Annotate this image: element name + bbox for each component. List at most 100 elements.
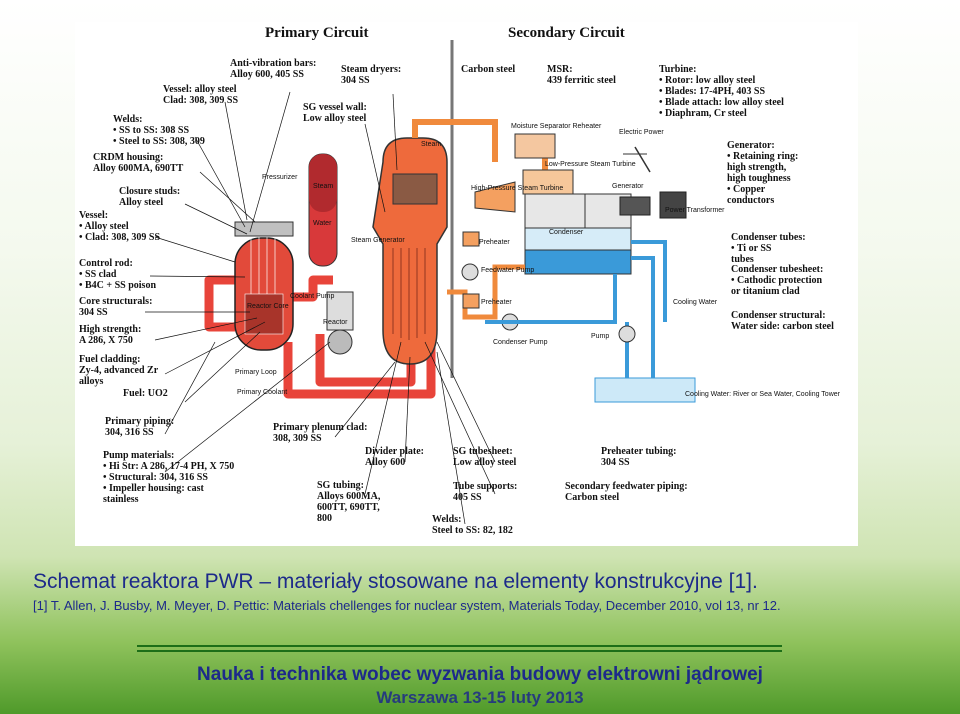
right-callout-3-line-4: • Copper <box>727 184 766 195</box>
label-preheater-2: Preheater <box>481 299 512 306</box>
label-moisture-separator: Moisture Separator Reheater <box>511 123 602 130</box>
reactor-vessel: Reactor Core <box>234 221 294 351</box>
center-callout-5-line-1: Low alloy steel <box>453 457 517 468</box>
left-callout-8-line-0: High strength: <box>79 324 141 335</box>
pressurizer-steam-label: Steam <box>313 183 333 190</box>
center-callout-0-line-0: Steam dryers: <box>341 64 401 75</box>
left-callout-11-line-1: 304, 316 SS <box>105 427 154 438</box>
leader-line <box>364 341 402 495</box>
center-callout-4-line-1: Alloys 600MA, <box>317 491 381 502</box>
center-callout-1-line-0: SG vessel wall: <box>303 102 367 113</box>
leader-line <box>154 236 236 263</box>
left-callout-4-line-1: Alloy steel <box>119 197 163 208</box>
left-material-callouts: Anti-vibration bars:Alloy 600, 405 SSVes… <box>79 58 316 505</box>
right-callout-6-line-0: Condenser structural: <box>731 310 826 321</box>
right-callout-3-line-1: • Retaining ring: <box>727 151 798 162</box>
leader-line <box>436 341 496 463</box>
right-callout-2-line-0: Turbine: <box>659 64 696 75</box>
diagram-canvas: Primary Circuit Secondary Circuit React <box>79 25 841 536</box>
feedwater-train <box>447 231 525 331</box>
reactor-core-label: Reactor Core <box>247 303 289 310</box>
right-material-callouts: Carbon steel MSR:439 ferritic steel Turbin… <box>461 64 834 503</box>
right-callout-4-line-2: tubes <box>731 254 754 265</box>
pwr-materials-diagram: Primary Circuit Secondary Circuit React <box>75 22 858 546</box>
label-steam-generator: Steam Generator <box>351 237 405 244</box>
primary-circuit-header: Primary Circuit <box>265 25 368 41</box>
leader-line <box>249 91 291 233</box>
left-callout-2-line-2: • Steel to SS: 308, 309 <box>113 136 205 147</box>
left-callout-2-line-1: • SS to SS: 308 SS <box>113 125 189 136</box>
left-callout-11-line-0: Primary piping: <box>105 416 174 427</box>
footer-rule-bottom <box>137 650 782 652</box>
condenser <box>524 227 632 275</box>
label-electric-power: Electric Power <box>619 129 664 136</box>
center-callout-7-line-1: Steel to SS: 82, 182 <box>432 525 513 536</box>
right-callout-0-line-0: Carbon steel <box>461 64 515 75</box>
left-callout-7-line-0: Core structurals: <box>79 296 152 307</box>
left-callout-12-line-1: • Hi Str: A 286, 17-4 PH, X 750 <box>103 461 234 472</box>
coolant-pump <box>326 291 354 355</box>
label-lp-turbine: Low-Pressure Steam Turbine <box>545 161 636 168</box>
leader-line <box>149 275 246 278</box>
leader-line <box>199 171 256 223</box>
left-callout-12-line-4: stainless <box>103 494 139 505</box>
right-callout-5-line-0: Condenser tubesheet: <box>731 264 823 275</box>
right-callout-7-line-1: 304 SS <box>601 457 630 468</box>
center-callout-7-line-0: Welds: <box>432 514 461 525</box>
component-labels: Pressurizer Reactor Coolant Pump Primary… <box>235 123 841 398</box>
leader-line <box>184 331 261 403</box>
right-callout-2-line-4: • Diaphram, Cr steel <box>659 108 747 119</box>
left-callout-4-line-0: Closure studs: <box>119 186 180 197</box>
left-callout-3-line-0: CRDM housing: <box>93 152 163 163</box>
label-preheater-1: Preheater <box>479 239 510 246</box>
left-callout-3-line-1: Alloy 600MA, 690TT <box>93 163 184 174</box>
pressurizer: Steam Water <box>308 153 338 267</box>
left-callout-9-line-0: Fuel cladding: <box>79 354 140 365</box>
left-callout-12-line-3: • Impeller housing: cast <box>103 483 204 494</box>
leader-line <box>164 341 331 473</box>
center-callout-4-line-0: SG tubing: <box>317 480 364 491</box>
right-callout-7-line-0: Preheater tubing: <box>601 446 676 457</box>
reference-citation: [1] T. Allen, J. Busby, M. Meyer, D. Pet… <box>33 598 781 613</box>
footer-location-date: Warszawa 13-15 luty 2013 <box>376 688 584 707</box>
label-condenser: Condenser <box>549 229 584 236</box>
label-cooling-source: Cooling Water: River or Sea Water, Cooli… <box>685 391 841 398</box>
center-callout-2-line-1: 308, 309 SS <box>273 433 322 444</box>
label-pump: Pump <box>591 333 609 340</box>
leader-line <box>224 101 248 221</box>
label-cooling-water: Cooling Water <box>673 299 718 306</box>
label-reactor: Reactor <box>323 319 348 326</box>
leader-line <box>436 351 466 525</box>
left-callout-5-line-2: • Clad: 308, 309 SS <box>79 232 160 243</box>
right-callout-8-line-0: Secondary feedwater piping: <box>565 481 688 492</box>
left-callout-1-line-1: Clad: 308, 309 SS <box>163 95 238 106</box>
label-pressurizer: Pressurizer <box>262 174 298 181</box>
right-callout-1-line-0: MSR: <box>547 64 573 75</box>
left-callout-5-line-1: • Alloy steel <box>79 221 129 232</box>
center-callout-3-line-1: Alloy 600 <box>365 457 405 468</box>
leader-line <box>334 361 396 438</box>
cooling-water-reservoir <box>594 377 696 403</box>
right-callout-3-line-5: conductors <box>727 195 774 206</box>
left-callout-6-line-1: • SS clad <box>79 269 117 280</box>
leader-line <box>392 93 398 171</box>
left-callout-1-line-0: Vessel: alloy steel <box>163 84 237 95</box>
label-condenser-pump: Condenser Pump <box>493 339 548 346</box>
leader-line <box>404 356 411 463</box>
left-callout-9-line-1: Zy-4, advanced Zr <box>79 365 159 376</box>
left-callout-12-line-2: • Structural: 304, 316 SS <box>103 472 208 483</box>
left-callout-7-line-1: 304 SS <box>79 307 108 318</box>
center-callout-2-line-0: Primary plenum clad: <box>273 422 367 433</box>
secondary-circuit-header: Secondary Circuit <box>508 25 625 41</box>
right-callout-5-line-2: or titanium clad <box>731 286 800 297</box>
right-callout-1-line-1: 439 ferritic steel <box>547 75 616 86</box>
leader-line <box>184 203 248 235</box>
center-callout-0-line-1: 304 SS <box>341 75 370 86</box>
left-callout-6-line-0: Control rod: <box>79 258 133 269</box>
center-callout-4-line-2: 600TT, 690TT, <box>317 502 380 513</box>
label-generator: Generator <box>612 183 644 190</box>
leader-line <box>194 136 246 228</box>
label-primary-coolant: Primary Coolant <box>237 389 287 396</box>
right-callout-5-line-1: • Cathodic protection <box>731 275 823 286</box>
